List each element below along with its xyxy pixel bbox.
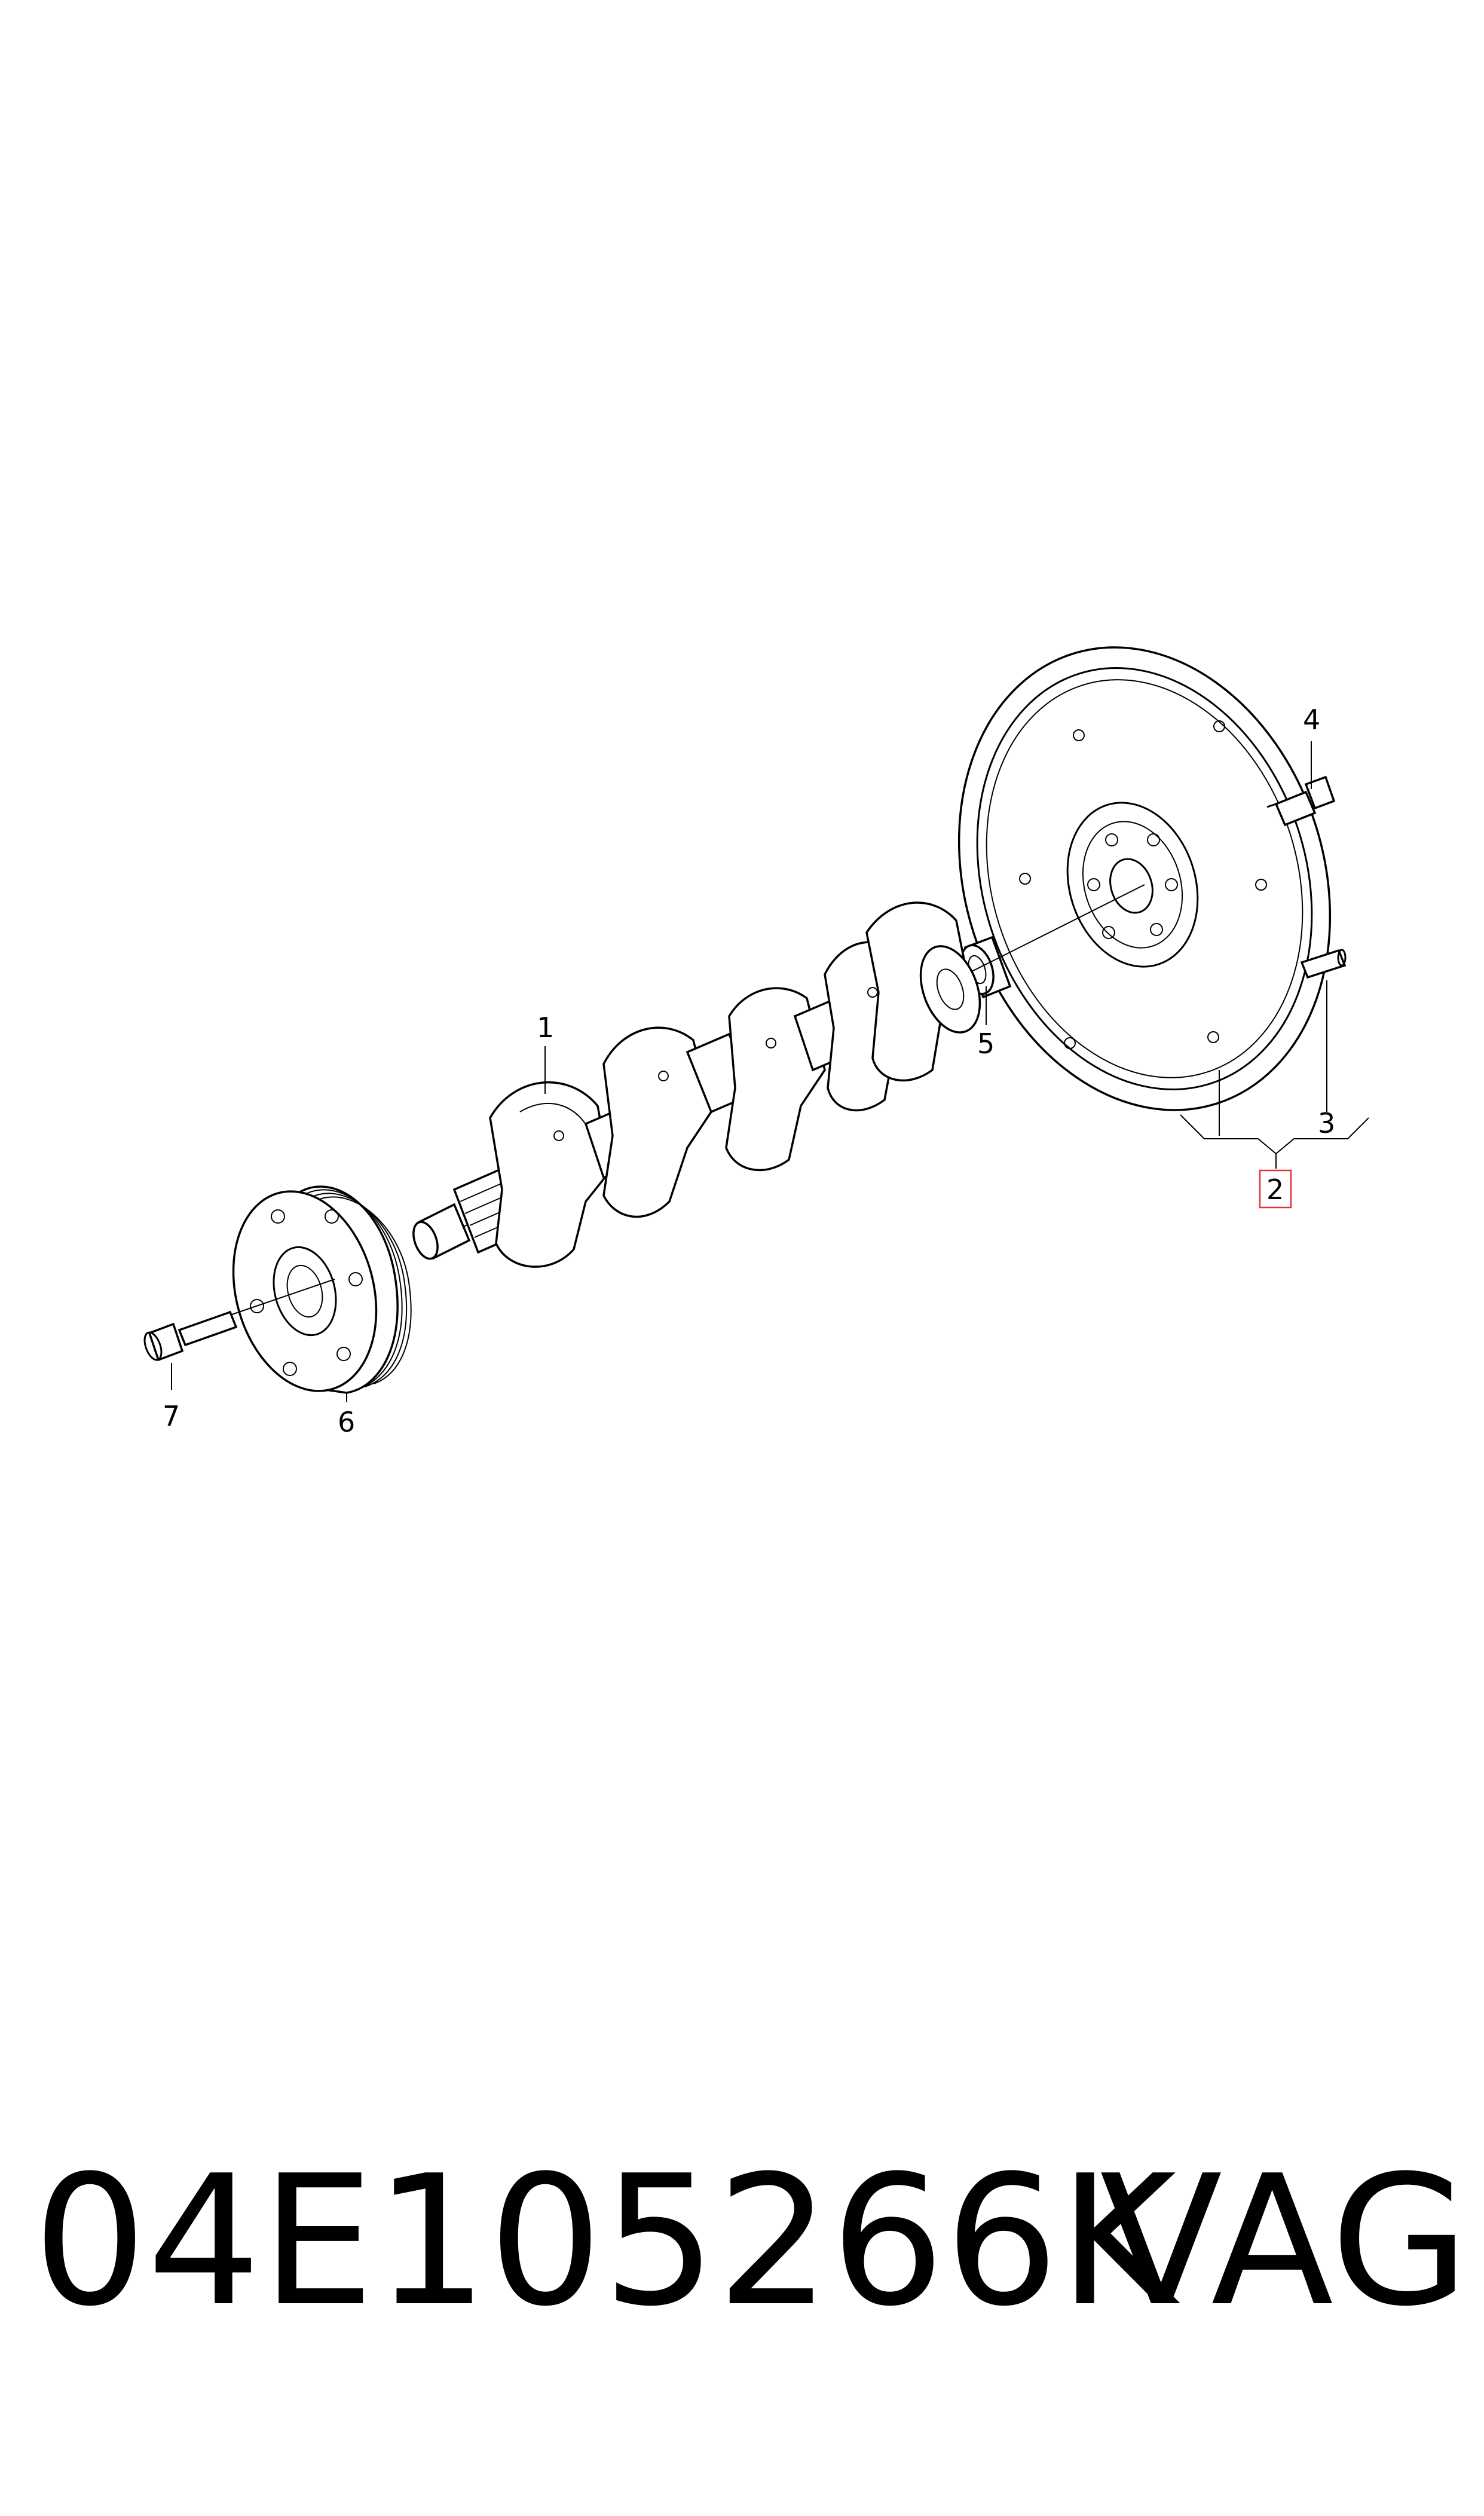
callout-4[interactable]: 4 [1303, 704, 1320, 736]
flywheel-gear-teeth [958, 646, 1331, 1111]
callout-6[interactable]: 6 [338, 1406, 355, 1438]
dowel-pin [1300, 949, 1347, 979]
crankshaft [412, 884, 1145, 1268]
pulley-bolt [143, 1279, 335, 1362]
callout-7[interactable]: 7 [163, 1400, 180, 1432]
flywheel-hub [1066, 802, 1199, 968]
pulley-bolt-holes [250, 1209, 363, 1376]
flywheel-bolt [1266, 775, 1336, 827]
brand-label: VAG [1100, 2137, 1470, 2346]
callout-2-highlight [1259, 1169, 1292, 1209]
flywheel-outer-holes [1019, 720, 1267, 1049]
part-number-label: 04E105266K [33, 2137, 1177, 2346]
flywheel-bolt-holes [1087, 833, 1178, 939]
crankshaft-pulley [232, 1185, 412, 1394]
flywheel [957, 646, 1332, 1111]
callout-2[interactable]: 2 [1266, 1173, 1284, 1206]
callout-5[interactable]: 5 [977, 1028, 995, 1060]
flywheel-center-bore [1109, 858, 1153, 914]
leader-lines [171, 741, 1369, 1402]
callout-3[interactable]: 3 [1318, 1107, 1335, 1139]
callout-1[interactable]: 1 [537, 1011, 554, 1044]
